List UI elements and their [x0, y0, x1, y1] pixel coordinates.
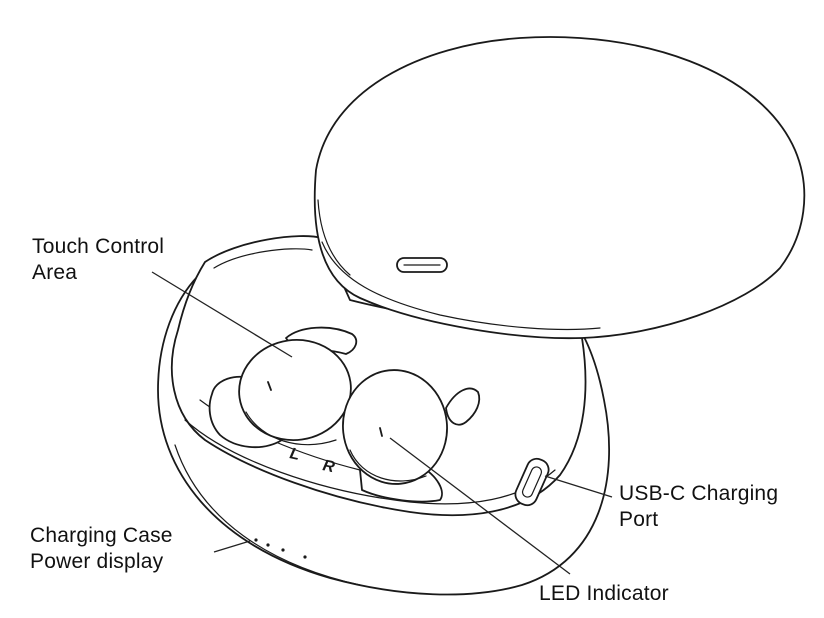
- right-earbud-wing: [445, 387, 481, 426]
- left-earbud-shade: [245, 411, 337, 446]
- led-indicator-label: LED Indicator: [539, 581, 669, 607]
- leader-touch-control: [151, 271, 293, 358]
- case-power-line-2: Power display: [30, 550, 164, 573]
- case-power-line-1: Charging Case: [30, 524, 173, 547]
- power-dot-2: [266, 543, 270, 547]
- touch-control-label: Touch Control Area: [32, 234, 164, 286]
- case-lid-side: [317, 199, 351, 276]
- right-earbud-body: [342, 369, 448, 485]
- right-earbud-led: [379, 427, 383, 437]
- usb-port-label: USB-C Charging Port: [619, 481, 778, 533]
- leader-case-power: [213, 540, 251, 553]
- touch-control-line-1: Touch Control: [32, 235, 165, 258]
- case-bottom-contour: [174, 444, 361, 586]
- usb-c-port-inner: [521, 466, 543, 498]
- right-mark: R: [321, 457, 336, 476]
- leader-led: [389, 437, 571, 575]
- right-earbud-shade: [349, 449, 427, 482]
- left-earbud-led: [267, 381, 272, 391]
- led-indicator-line-1: LED Indicator: [539, 582, 669, 605]
- usb-c-port: [514, 457, 550, 507]
- power-dot-3: [281, 548, 285, 552]
- leader-usb-port: [544, 475, 613, 498]
- touch-control-line-2: Area: [32, 261, 78, 284]
- left-mark: L: [288, 445, 301, 464]
- power-dot-4: [303, 555, 307, 559]
- case-lid: [313, 36, 806, 340]
- left-earbud-body: [238, 338, 352, 442]
- case-rim-lip: [213, 248, 313, 269]
- case-power-label: Charging Case Power display: [30, 523, 173, 575]
- case-lid-edge: [321, 241, 601, 331]
- usb-port-line-2: Port: [619, 508, 659, 531]
- power-dot-1: [254, 538, 258, 542]
- usb-port-line-1: USB-C Charging: [619, 482, 779, 505]
